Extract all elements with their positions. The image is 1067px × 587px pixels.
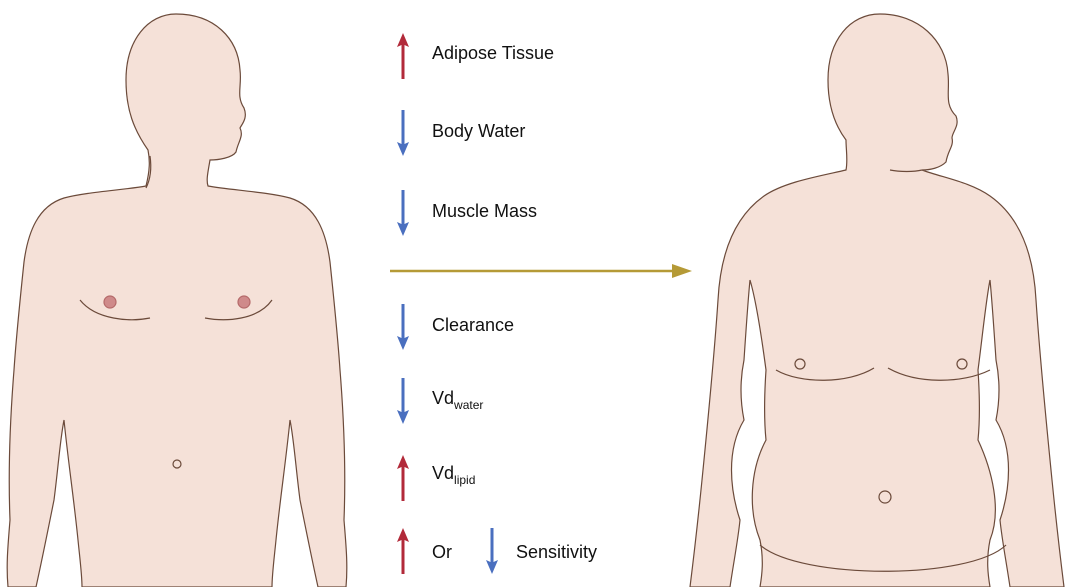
up-arrow-icon <box>397 528 409 574</box>
item-subscript: water <box>454 398 483 412</box>
item-label: Vdlipid <box>432 463 475 487</box>
sensitivity-label: Sensitivity <box>516 542 597 563</box>
down-arrow-icon <box>486 528 498 574</box>
lean-body-outline <box>7 14 347 587</box>
item-label: Clearance <box>432 315 514 336</box>
transition-arrow <box>390 264 692 278</box>
lean-nipple-left <box>104 296 116 308</box>
down-arrow-icon <box>397 378 409 424</box>
lean-figure <box>7 14 347 587</box>
obese-figure <box>690 14 1064 587</box>
lean-nipple-right <box>238 296 250 308</box>
down-arrow-icon <box>397 190 409 236</box>
item-label: Adipose Tissue <box>432 43 554 64</box>
item-label: Body Water <box>432 121 525 142</box>
up-arrow-icon <box>397 33 409 79</box>
up-arrow-icon <box>397 455 409 501</box>
item-label: Muscle Mass <box>432 201 537 222</box>
down-arrow-icon <box>397 110 409 156</box>
or-label: Or <box>432 542 452 563</box>
obese-body-outline <box>690 14 1064 587</box>
item-label: Vdwater <box>432 388 483 412</box>
item-subscript: lipid <box>454 473 475 487</box>
down-arrow-icon <box>397 304 409 350</box>
